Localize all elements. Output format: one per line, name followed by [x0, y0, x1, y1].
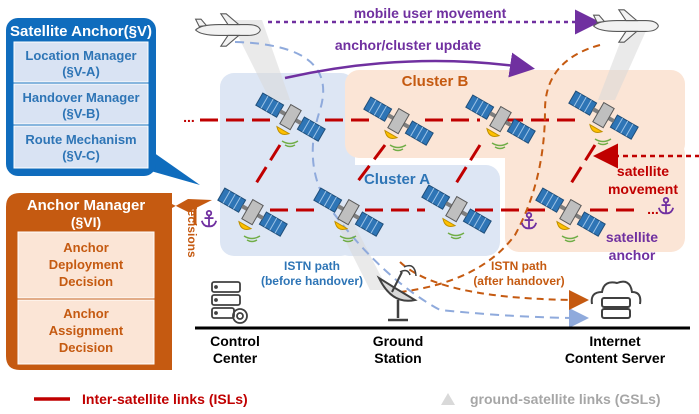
content-server-cloud-icon: [590, 280, 642, 319]
gsl-beam-plane-right: [598, 22, 650, 100]
anchor-icon: [200, 210, 218, 228]
istn-after-label-2: (after handover): [473, 274, 564, 288]
anchor-manager-panel: Anchor Manager (§VI) Anchor Deployment D…: [6, 193, 212, 370]
cluster-b-label: Cluster B: [402, 73, 469, 90]
cluster-b-region-lower: [505, 140, 685, 252]
content-server-label-1: Internet: [589, 333, 641, 349]
handover-manager-label: Handover Manager: [22, 90, 139, 105]
satellite-anchor-title: Satellite Anchor(§V): [10, 23, 152, 40]
cluster-a-label: Cluster A: [364, 171, 430, 188]
location-manager-label: Location Manager: [25, 48, 136, 63]
isl-links: [200, 118, 640, 212]
decisions-label: decisions: [185, 202, 199, 258]
control-center-label-1: Control: [210, 333, 260, 349]
anchor-deployment-line3: Decision: [59, 274, 113, 289]
istn-path-after-handover-bottom: [399, 261, 589, 310]
control-center-server-icon: [211, 281, 248, 324]
ellipsis-right: ...: [647, 201, 659, 217]
satellite-anchor-label-1: satellite: [606, 229, 658, 245]
istn-path-after-handover-top: [399, 44, 601, 293]
gsl-legend-swatch: [441, 393, 455, 405]
airplane-right-icon: [593, 9, 659, 43]
handover-manager-section: (§V-B): [62, 106, 100, 121]
gsl-beam-plane-left: [230, 20, 290, 100]
isl-legend-label: Inter-satellite links (ISLs): [82, 391, 248, 407]
gsl-legend-label: ground-satellite links (GSLs): [470, 391, 661, 407]
location-manager-section: (§V-A): [62, 64, 100, 79]
anchor-cluster-update-label: anchor/cluster update: [335, 37, 481, 53]
content-server-label-2: Content Server: [565, 350, 666, 366]
satellite-anchor-panel: Satellite Anchor(§V) Location Manager (§…: [6, 18, 200, 185]
control-center-label-2: Center: [213, 350, 258, 366]
anchor-assignment-line3: Decision: [59, 340, 113, 355]
satellite-anchor-label-2: anchor: [609, 247, 656, 263]
route-mechanism-box: [13, 125, 149, 169]
anchor-deployment-line1: Anchor: [63, 240, 109, 255]
anchor-manager-section: (§VI): [71, 214, 101, 230]
anchor-manager-title: Anchor Manager: [27, 197, 146, 214]
route-mechanism-section: (§V-C): [62, 148, 100, 163]
anchor-cluster-update-arrow: [284, 52, 535, 80]
ground-station-label-2: Station: [374, 350, 421, 366]
ground-station-label-1: Ground: [373, 333, 424, 349]
satellite-movement-label-1: satellite: [617, 163, 669, 179]
istn-before-label-2: (before handover): [261, 274, 363, 288]
anchor-assignment-line2: Assignment: [49, 323, 124, 338]
route-mechanism-label: Route Mechanism: [25, 132, 136, 147]
ground-station-icon: [376, 264, 418, 322]
anchor-deployment-box: [17, 231, 155, 299]
anchor-assignment-box: [17, 299, 155, 365]
istn-after-label-1: ISTN path: [491, 259, 547, 273]
cluster-a-region-left: [220, 73, 355, 256]
handover-manager-box: [13, 83, 149, 125]
satellite-movement-label-2: movement: [608, 181, 678, 197]
ellipsis-left: ...: [183, 109, 195, 125]
istn-before-label-1: ISTN path: [284, 259, 340, 273]
location-manager-box: [13, 41, 149, 83]
anchor-deployment-line2: Deployment: [49, 257, 124, 272]
anchor-assignment-line1: Anchor: [63, 306, 109, 321]
gsl-beam-ground-station: [335, 220, 388, 290]
mobile-user-movement-label: mobile user movement: [354, 5, 507, 21]
